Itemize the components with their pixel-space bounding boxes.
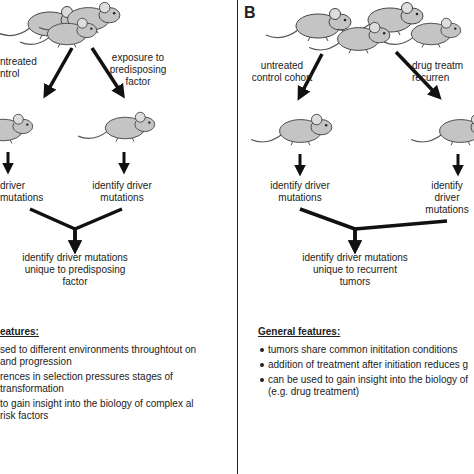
note-label: can be used to gain insight into the bio… (268, 374, 474, 398)
note-label: untreated control cohort (246, 60, 318, 84)
text-node: identify driver mutations unique to recu… (300, 252, 410, 288)
merge-arrow (355, 221, 447, 249)
note-label: rences in selection pressures stages of … (0, 371, 200, 395)
text-node: driver mutations (0, 180, 60, 204)
note-label: to gain insight into the biology of comp… (0, 398, 200, 422)
cohort-arrow (46, 48, 72, 94)
note-label: exposure to predisposing factor (98, 52, 178, 88)
note-label: sed to different environments throughtou… (0, 344, 200, 368)
mouse-icon (384, 18, 461, 47)
node-text: driver mutations (0, 180, 60, 204)
text-node: identify driver mutations (72, 180, 172, 204)
bullet-dot (260, 363, 264, 367)
node-text: identify driver mutations unique to pred… (20, 252, 130, 288)
mouse-icon (20, 18, 97, 47)
text-node: identify driver mutations unique to pred… (20, 252, 130, 288)
merge-arrow (300, 209, 355, 249)
bullet-dot (260, 378, 264, 382)
note-label: tumors share common inititation conditio… (268, 344, 474, 356)
text-node: identify driver mutations (250, 180, 350, 204)
node-text: identify driver mutations (72, 180, 172, 204)
note-label: B (244, 3, 268, 22)
note-label: drug treatm recurren (412, 60, 474, 84)
merge-arrow (30, 209, 75, 249)
mouse-icon (0, 114, 33, 143)
note-label: ntreated ntrol (0, 56, 50, 80)
node-text: identify driver mutations (420, 180, 474, 216)
mouse-icon (78, 112, 155, 141)
node-text: identify driver mutations (250, 180, 350, 204)
down-arrow (299, 154, 302, 172)
mouse-icon (309, 22, 390, 53)
down-arrow (457, 154, 460, 172)
note-label: eatures: (0, 326, 80, 338)
note-label: addition of treatment after initiation r… (268, 359, 474, 371)
down-arrow (7, 152, 10, 170)
merge-arrow (75, 209, 122, 249)
text-node: identify driver mutations (420, 180, 474, 216)
mouse-icon (411, 114, 474, 145)
down-arrow (123, 152, 126, 170)
node-text: identify driver mutations unique to recu… (300, 252, 410, 288)
mouse-icon (251, 114, 332, 145)
panel-divider (237, 0, 238, 474)
note-label: General features: (258, 326, 408, 338)
bullet-dot (260, 348, 264, 352)
